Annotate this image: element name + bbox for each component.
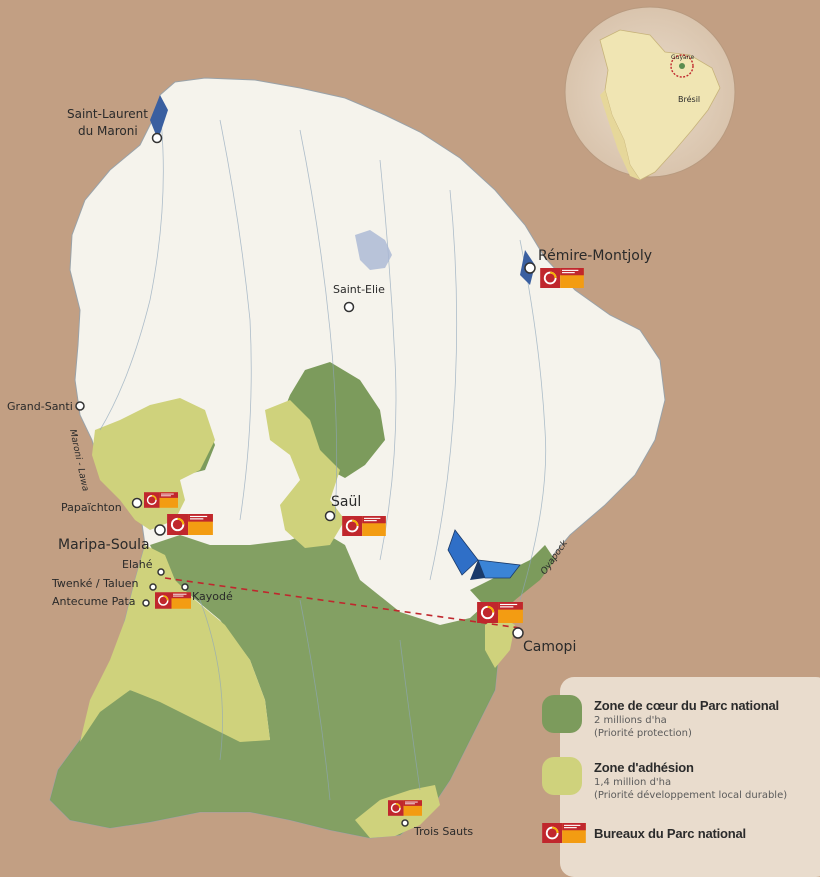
office-logo-trois-sauts [388, 800, 422, 816]
town-label-remire: Rémire-Montjoly [538, 248, 652, 264]
dashed-boundary [164, 577, 521, 629]
town-label-maripa: Maripa-Soula [58, 537, 150, 553]
town-label-saint-elie: Saint-Elie [333, 283, 385, 296]
town-label-camopi: Camopi [523, 639, 576, 655]
legend-bureaux-title: Bureaux du Parc national [594, 826, 746, 841]
butterfly-icon [447, 529, 521, 580]
legend-coeur-title: Zone de cœur du Parc national [594, 698, 779, 713]
lake [355, 230, 392, 270]
rivers [99, 109, 547, 801]
town-label-antecume: Antecume Pata [52, 595, 136, 608]
office-logo-antecume [155, 592, 191, 609]
town-label-elahe: Elahé [122, 558, 153, 571]
zone-coeur-saul [280, 362, 385, 478]
zone-coeur-camopi [470, 545, 555, 612]
town-label-papaichton: Papaïchton [61, 501, 122, 514]
town-label-twenke: Twenké / Taluen [51, 577, 139, 590]
town-label-saint-laurent-2: du Maroni [78, 124, 138, 138]
office-logo-camopi [477, 602, 523, 623]
legend-adhesion-line2: (Priorité développement local durable) [594, 790, 788, 801]
town-label-trois-sauts: Trois Sauts [413, 825, 473, 838]
town-markers [75, 132, 536, 827]
legend-swatch-adhesion [542, 757, 582, 795]
zone-adhesion-saul [265, 400, 345, 548]
town-label-saint-laurent-1: Saint-Laurent [67, 107, 148, 121]
river-label-maroni: Maroni - Lawa [67, 429, 90, 493]
town-label-grand-santi: Grand-Santi [7, 400, 73, 413]
legend-swatch-coeur [542, 695, 582, 733]
office-logo-remire [540, 268, 584, 288]
inset-label-bresil: Brésil [678, 94, 700, 104]
town-label-saul: Saül [331, 494, 361, 510]
zone-adhesion-south [80, 545, 270, 742]
inset-label-guyane: Guyane [671, 54, 694, 61]
office-logo-maripa [167, 514, 213, 535]
legend: Zone de cœur du Parc national 2 millions… [542, 677, 820, 877]
legend-coeur-line1: 2 millions d'ha [594, 715, 667, 726]
coast-saint-laurent [150, 95, 168, 140]
legend-office-logo [542, 823, 586, 843]
inset-map: Guyane Brésil [564, 6, 736, 181]
town-label-kayode: Kayodé [192, 590, 233, 603]
zone-adhesion-west [92, 398, 215, 530]
legend-adhesion-line1: 1,4 million d'ha [594, 777, 672, 788]
office-logo-saul [342, 516, 386, 536]
zone-adhesion-camopi [485, 615, 515, 668]
zone-coeur [50, 530, 545, 838]
legend-coeur-line2: (Priorité protection) [594, 728, 692, 739]
legend-adhesion-title: Zone d'adhésion [594, 760, 694, 775]
office-logo-papaichton [144, 492, 178, 508]
